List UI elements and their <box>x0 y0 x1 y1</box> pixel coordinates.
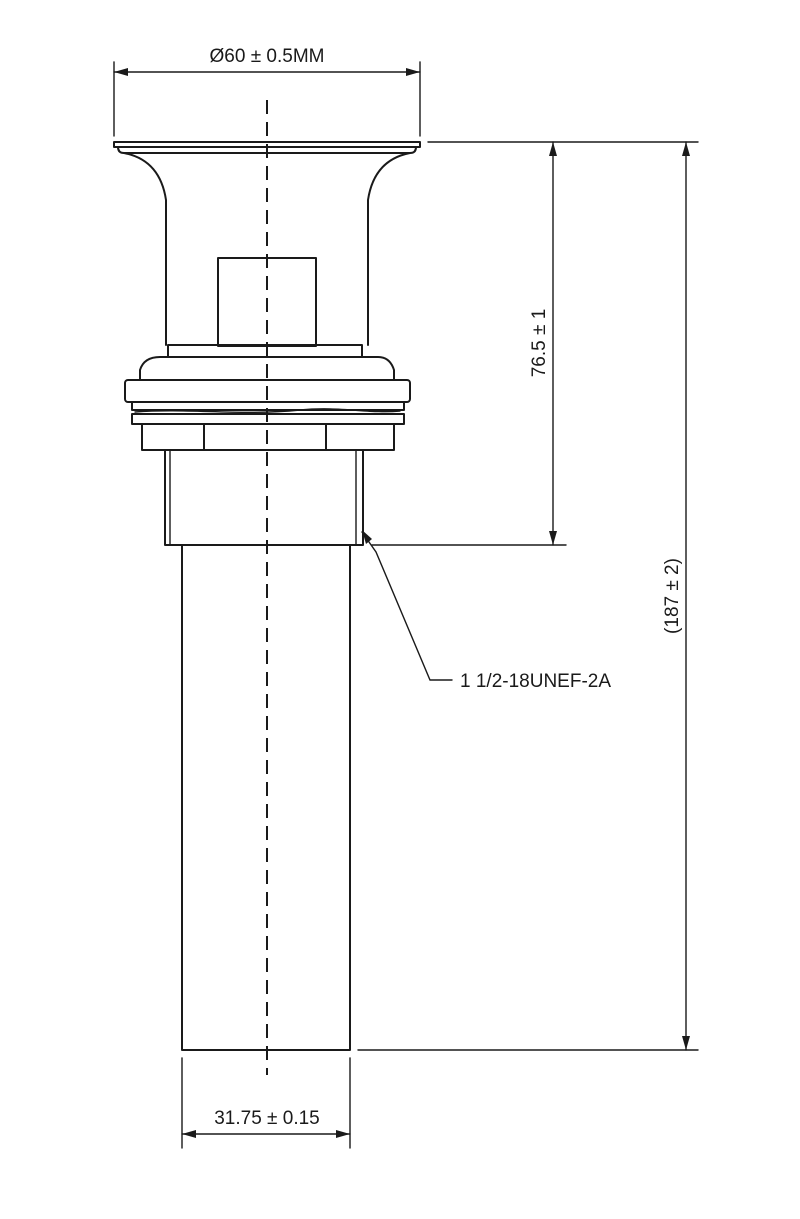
total-height-label: (187 ± 2) <box>662 558 683 634</box>
flange-cap <box>113 141 421 346</box>
tail-pipe <box>181 544 351 1051</box>
thread-height-label: 76.5 ± 1 <box>529 309 550 378</box>
top-diameter-dimension <box>113 61 421 137</box>
tail-diameter-dimension <box>181 1057 351 1149</box>
lock-nut-assembly <box>124 344 411 451</box>
top-diameter-label: Ø60 ± 0.5MM <box>210 46 325 67</box>
threaded-body <box>164 449 364 546</box>
total-height-dimension <box>682 141 690 1051</box>
thread-height-dimension <box>549 141 557 546</box>
tail-diameter-label: 31.75 ± 0.15 <box>214 1108 320 1129</box>
thread-callout-label: 1 1/2-18UNEF-2A <box>460 671 611 692</box>
thread-callout-leader <box>361 530 453 681</box>
